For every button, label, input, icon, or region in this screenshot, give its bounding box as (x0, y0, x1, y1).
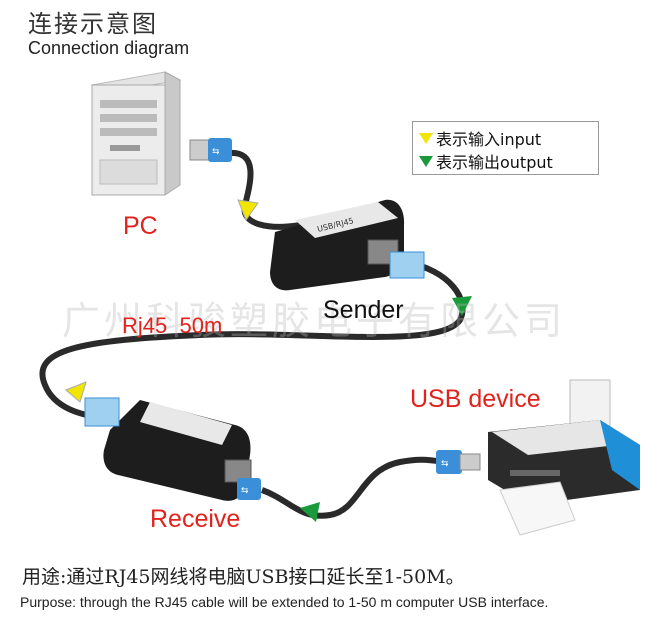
diagram-title-en: Connection diagram (28, 38, 190, 58)
watermark: 广州科骏塑胶电子有限公司 (62, 299, 567, 343)
sender-extender-icon (270, 199, 425, 291)
purpose-text-en: Purpose: through the RJ45 cable will be … (20, 594, 549, 610)
input-marker-icon (237, 199, 259, 222)
pc-tower-icon (90, 71, 182, 196)
svg-text:⇆: ⇆ (212, 147, 220, 157)
legend-output-label: 表示输出output (436, 153, 553, 172)
svg-text:⇆: ⇆ (441, 459, 449, 469)
legend-input-label: 表示输入input (436, 130, 542, 149)
usb-cable-pc (227, 149, 301, 230)
usb-plug-pc-icon: ⇆ (189, 138, 232, 162)
receive-label: Receive (150, 505, 241, 533)
svg-text:⇆: ⇆ (241, 486, 249, 496)
sender-label: Sender (323, 296, 404, 324)
diagram-title-cn: 连接示意图 (28, 10, 158, 38)
output-marker-icon (300, 502, 320, 522)
legend-output-row: 表示输出output (419, 149, 553, 173)
legend-input-row: 表示输入input (419, 126, 541, 150)
cable-label: Rj45 50m (122, 313, 223, 338)
output-marker-icon (452, 296, 472, 316)
output-marker-icon (419, 155, 433, 167)
usb-cable-printer (260, 456, 446, 519)
input-marker-icon (65, 381, 87, 403)
purpose-text-cn: 用途:通过RJ45网线将电脑USB接口延长至1-50M。 (22, 566, 465, 588)
printer-icon (488, 379, 640, 536)
pc-label: PC (123, 212, 158, 240)
legend-box: 表示输入input 表示输出output (412, 121, 599, 175)
usb-plug-printer-icon: ⇆ (436, 450, 481, 474)
usb-plug-receive-icon: ⇆ (237, 478, 261, 500)
usb-device-label: USB device (410, 385, 541, 413)
input-marker-icon (419, 132, 433, 144)
receive-extender-icon (84, 397, 252, 501)
